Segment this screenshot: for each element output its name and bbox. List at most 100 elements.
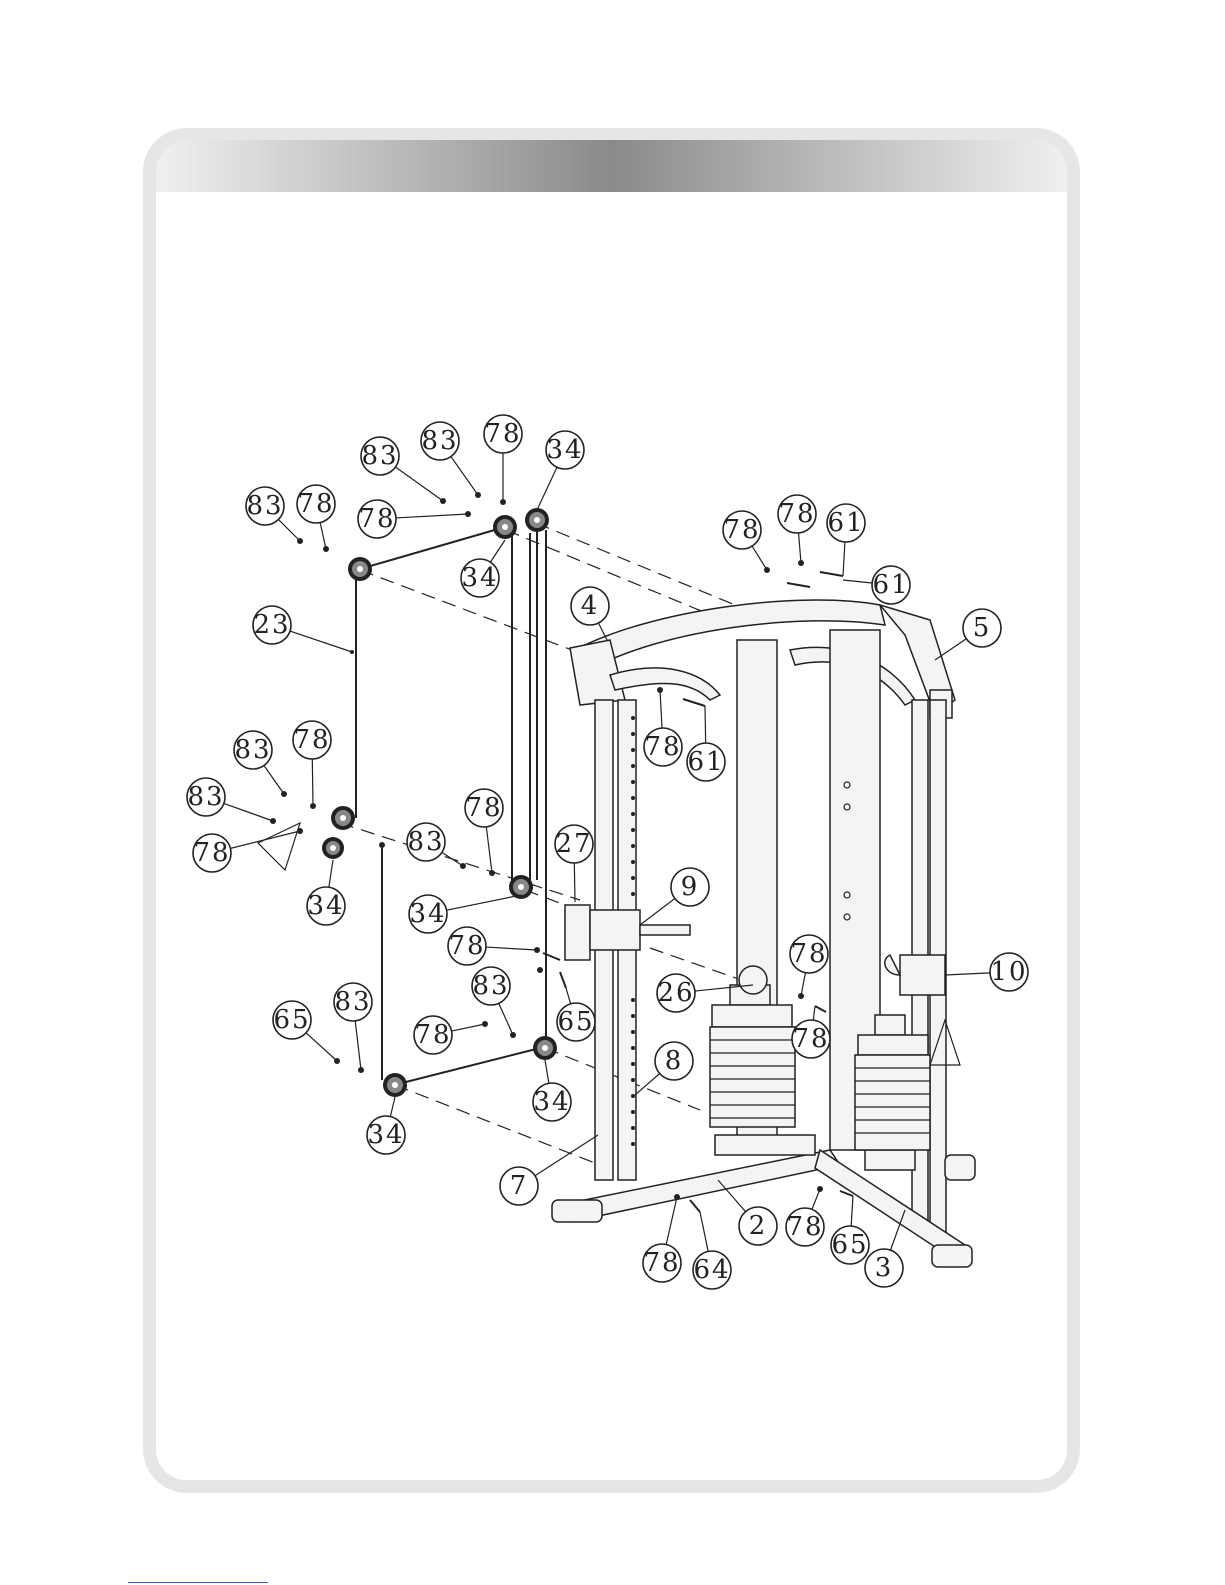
pulley: [348, 557, 372, 581]
part-callout-78: 78: [786, 1189, 824, 1246]
callout-leader-line: [545, 1060, 549, 1083]
callout-label: 78: [778, 499, 815, 529]
callout-label: 83: [407, 827, 444, 857]
callout-leader-line: [329, 860, 333, 887]
callout-label: 78: [484, 419, 521, 449]
callout-label: 61: [872, 570, 909, 600]
callout-leader-line: [813, 1006, 815, 1020]
callout-label: 78: [723, 515, 760, 545]
pulley: [331, 806, 355, 830]
part-callout-4: 4: [571, 587, 609, 640]
callout-leader-line: [390, 1097, 395, 1117]
callout-label: 83: [421, 426, 458, 456]
callout-leader-line: [799, 533, 801, 563]
part-callout-34: 34: [367, 1097, 405, 1154]
callout-leader-line: [812, 1189, 820, 1209]
callout-label: 23: [253, 610, 290, 640]
callout-label: 27: [555, 829, 592, 859]
callout-leader-line: [700, 1212, 708, 1251]
part-callout-78: 78: [792, 1006, 830, 1058]
callout-leader-line: [447, 895, 521, 910]
part-callout-78: 78: [644, 690, 682, 766]
callout-label: 34: [307, 891, 344, 921]
callout-label: 78: [643, 1248, 680, 1278]
part-callout-61: 61: [827, 504, 865, 576]
callout-label: 4: [581, 591, 600, 621]
callout-leader-line: [306, 1033, 337, 1061]
callout-leader-line: [666, 1197, 677, 1244]
part-callout-83: 83: [472, 967, 513, 1035]
callout-label: 78: [358, 504, 395, 534]
callout-label: 78: [448, 931, 485, 961]
callout-leader-line: [395, 467, 443, 501]
callout-leader-line: [535, 1135, 598, 1176]
part-callout-78: 78: [778, 495, 816, 563]
callout-label: 10: [990, 957, 1027, 987]
callout-label: 83: [334, 987, 371, 1017]
part-callout-83: 83: [334, 983, 372, 1070]
pulley: [525, 508, 549, 532]
weight-stack-left: [710, 966, 795, 1127]
callout-label: 2: [749, 1211, 768, 1241]
callout-leader-line: [278, 519, 300, 541]
callout-label: 78: [414, 1020, 451, 1050]
part-callout-34: 34: [461, 540, 505, 597]
part-callout-78: 78: [484, 415, 522, 502]
part-callout-83: 83: [421, 422, 478, 495]
part-callout-78: 78: [465, 789, 503, 873]
callout-leader-line: [537, 467, 557, 510]
callout-leader-line: [355, 1021, 361, 1070]
callout-label: 8: [665, 1046, 684, 1076]
pulley: [322, 837, 344, 859]
part-callout-61: 61: [687, 706, 725, 781]
callout-label: 5: [973, 613, 992, 643]
callout-leader-line: [442, 852, 463, 866]
callout-leader-line: [320, 523, 326, 549]
callout-leader-line: [945, 973, 990, 975]
callout-leader-line: [486, 947, 537, 950]
part-callout-5: 5: [935, 609, 1001, 660]
part-callout-65: 65: [557, 988, 595, 1041]
part-callout-78: 78: [643, 1197, 681, 1282]
part-callout-8: 8: [635, 1042, 693, 1095]
part-callout-34: 34: [533, 1060, 571, 1121]
callout-label: 83: [361, 441, 398, 471]
part-callout-83: 83: [234, 731, 284, 794]
callout-label: 65: [831, 1230, 868, 1260]
callout-leader-line: [451, 457, 478, 495]
callout-label: 83: [187, 782, 224, 812]
callout-label: 64: [693, 1255, 730, 1285]
callout-label: 78: [297, 489, 334, 519]
callout-leader-line: [801, 973, 805, 996]
callout-label: 34: [546, 435, 583, 465]
part-callout-27: 27: [555, 825, 593, 902]
callout-leader-line: [640, 898, 675, 925]
callout-leader-line: [490, 540, 505, 562]
callout-leader-line: [290, 631, 352, 652]
weight-stack-right: [855, 1015, 930, 1150]
part-callout-34: 34: [537, 431, 584, 510]
part-callout-10: 10: [945, 953, 1028, 991]
callout-leader-line: [752, 546, 767, 570]
callout-label: 78: [293, 725, 330, 755]
callout-leader-line: [264, 766, 284, 794]
part-callout-65: 65: [273, 1001, 337, 1061]
part-callout-78: 78: [297, 485, 335, 549]
part-callout-34: 34: [307, 860, 345, 925]
callout-leader-line: [312, 759, 313, 806]
callout-leader-line: [851, 1196, 853, 1226]
part-callout-83: 83: [246, 487, 300, 541]
pulley: [383, 1073, 407, 1097]
part-callout-78: 78: [414, 1016, 485, 1054]
callout-label: 83: [246, 491, 283, 521]
callout-label: 78: [644, 732, 681, 762]
callout-label: 65: [557, 1007, 594, 1037]
callout-label: 61: [687, 747, 724, 777]
cables: [356, 527, 546, 1085]
part-callout-9: 9: [640, 868, 709, 925]
callout-label: 83: [472, 971, 509, 1001]
callout-label: 78: [792, 1024, 829, 1054]
callout-label: 7: [510, 1171, 529, 1201]
callout-label: 78: [786, 1212, 823, 1242]
